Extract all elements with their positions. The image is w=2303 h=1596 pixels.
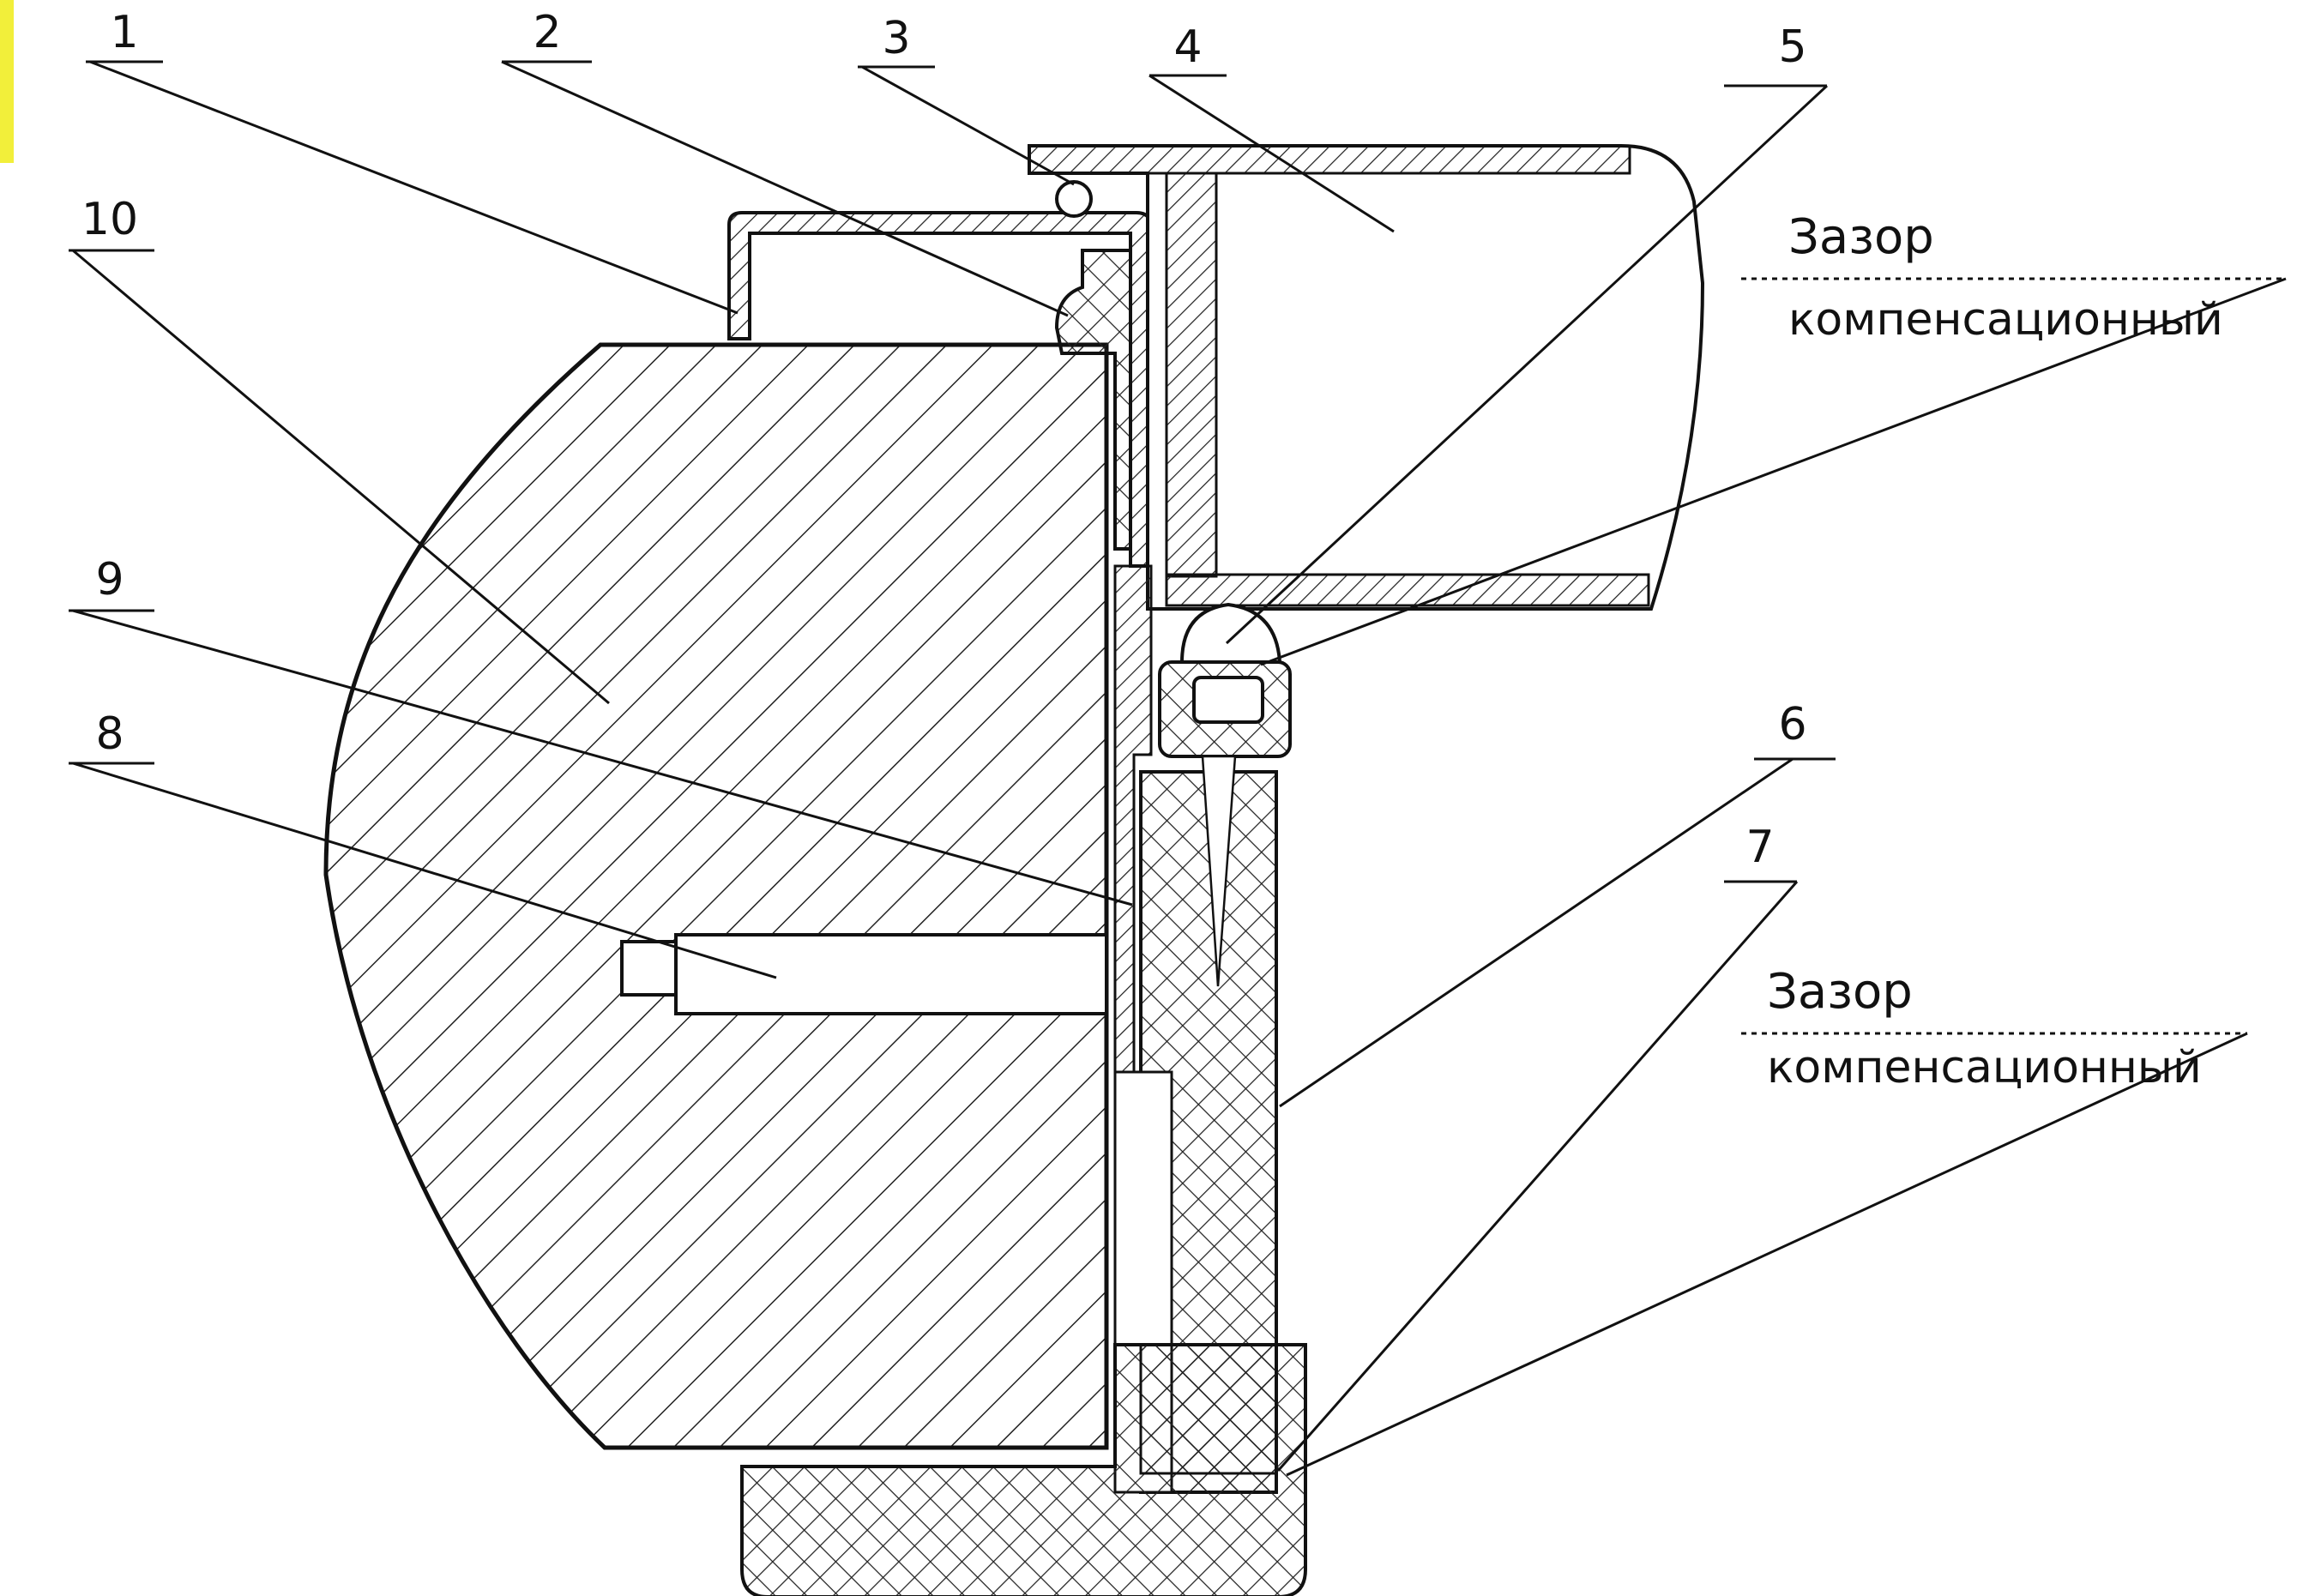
seal-part-2 — [1054, 249, 1132, 551]
callout-10: 10 — [81, 194, 138, 245]
box-left-wall — [1165, 172, 1218, 578]
callout-2: 2 — [533, 7, 561, 58]
gap-note-lower-line1: Зазор — [1767, 964, 1913, 1020]
leader-lines — [72, 60, 2287, 1477]
dome-part-5 — [1179, 602, 1282, 664]
callout-6: 6 — [1778, 699, 1806, 750]
body-part-10 — [323, 342, 1109, 1450]
spike-detail — [1201, 755, 1237, 987]
gap-note-upper-line2: компенсационный — [1788, 294, 2223, 346]
box-bottom-wall — [1165, 573, 1650, 607]
callout-8: 8 — [95, 708, 124, 760]
callout-4: 4 — [1173, 21, 1202, 73]
gap-note-lower-line2: компенсационный — [1767, 1042, 2202, 1093]
callout-underlines — [69, 60, 2286, 1035]
roller-part-3 — [1055, 180, 1093, 218]
gap-note-upper-line1: Зазор — [1788, 209, 1934, 265]
callout-1: 1 — [110, 7, 138, 58]
callout-5: 5 — [1778, 21, 1806, 73]
pin-head — [620, 940, 678, 997]
base-inner-gap — [1139, 1343, 1278, 1475]
callout-3: 3 — [882, 13, 910, 64]
callout-9: 9 — [95, 554, 124, 605]
callout-7: 7 — [1745, 822, 1774, 873]
box-top-wall — [1028, 144, 1631, 175]
hollow-seal-core — [1192, 676, 1264, 724]
scan-edge-strip — [0, 0, 14, 163]
pin-part-8 — [674, 933, 1108, 1015]
